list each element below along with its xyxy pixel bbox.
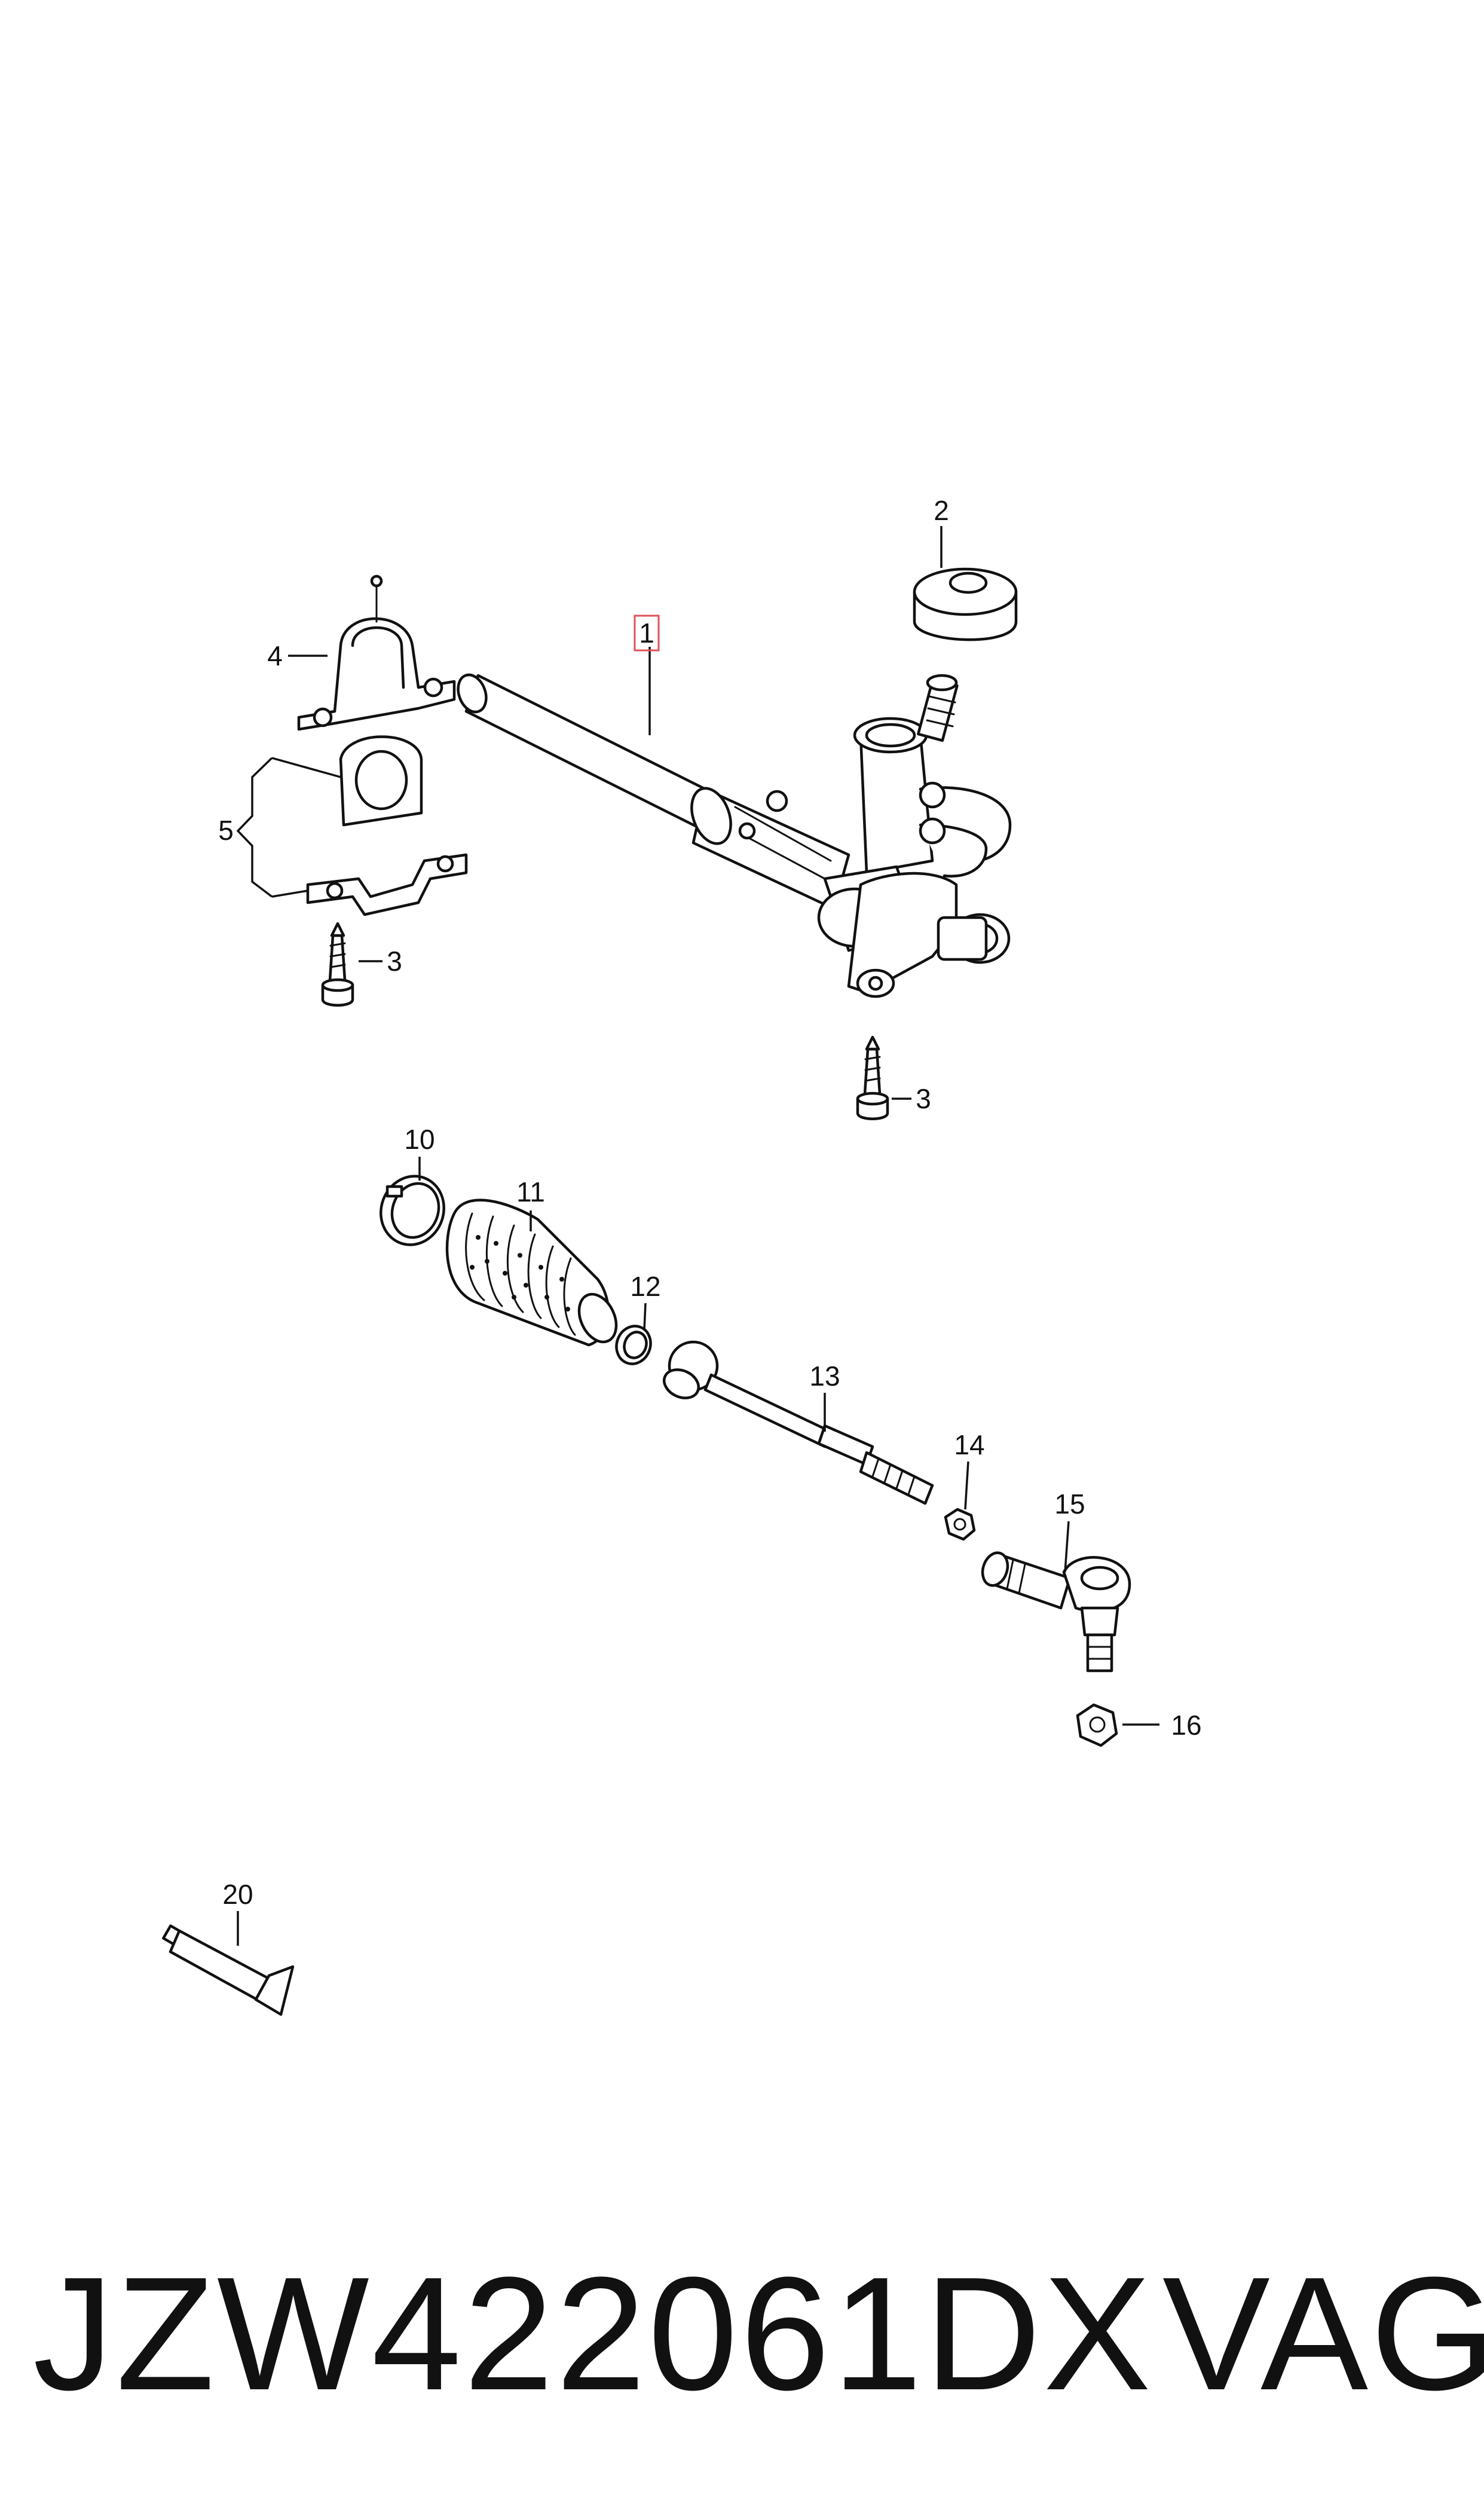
callout-2: 2 — [934, 495, 949, 526]
steering-rack-part-1[interactable] — [453, 671, 1012, 998]
mount-bracket-set-part-5[interactable] — [306, 735, 468, 916]
bolt-part-3-left[interactable] — [321, 922, 354, 1007]
callout-labels: 1 2 3 3 4 5 10 11 12 13 14 15 16 20 — [218, 495, 1201, 1910]
lock-nut-part-16[interactable] — [1076, 1703, 1118, 1747]
grease-tube-part-20[interactable] — [162, 1924, 295, 2016]
callout-1: 1 — [639, 617, 654, 649]
callout-12: 12 — [630, 1271, 660, 1302]
clamp-ring-part-10[interactable] — [371, 1167, 453, 1254]
callout-1-highlight-box — [634, 615, 660, 652]
callout-3-right: 3 — [916, 1083, 931, 1114]
bolt-part-3-right[interactable] — [856, 1035, 889, 1120]
part-number: JZW422061DX — [33, 2244, 1153, 2424]
clamp-bracket-part-4[interactable] — [297, 574, 456, 731]
callout-3-left: 3 — [387, 946, 402, 977]
brand-name: VAG — [1162, 2244, 1484, 2424]
bushing-part-2[interactable] — [913, 567, 1018, 641]
callout-16: 16 — [1171, 1710, 1201, 1741]
callout-4: 4 — [267, 640, 283, 671]
footer-caption: JZW422061DX VAG — [33, 2236, 1484, 2433]
boot-part-11[interactable] — [445, 1199, 623, 1348]
callout-5: 5 — [218, 815, 234, 846]
tie-rod-end-part-15[interactable] — [978, 1549, 1131, 1673]
callout-10: 10 — [404, 1124, 435, 1155]
callout-15: 15 — [1054, 1488, 1085, 1520]
callout-20: 20 — [222, 1879, 253, 1910]
nut-part-14[interactable] — [944, 1508, 976, 1541]
boot-texture-dots — [470, 1235, 570, 1312]
callout-14: 14 — [954, 1429, 984, 1460]
callout-13: 13 — [809, 1361, 840, 1392]
small-clamp-part-12[interactable] — [611, 1321, 656, 1368]
leader-lines — [236, 526, 1159, 1946]
callout-11: 11 — [516, 1176, 545, 1207]
tie-rod-part-13[interactable] — [660, 1340, 934, 1505]
